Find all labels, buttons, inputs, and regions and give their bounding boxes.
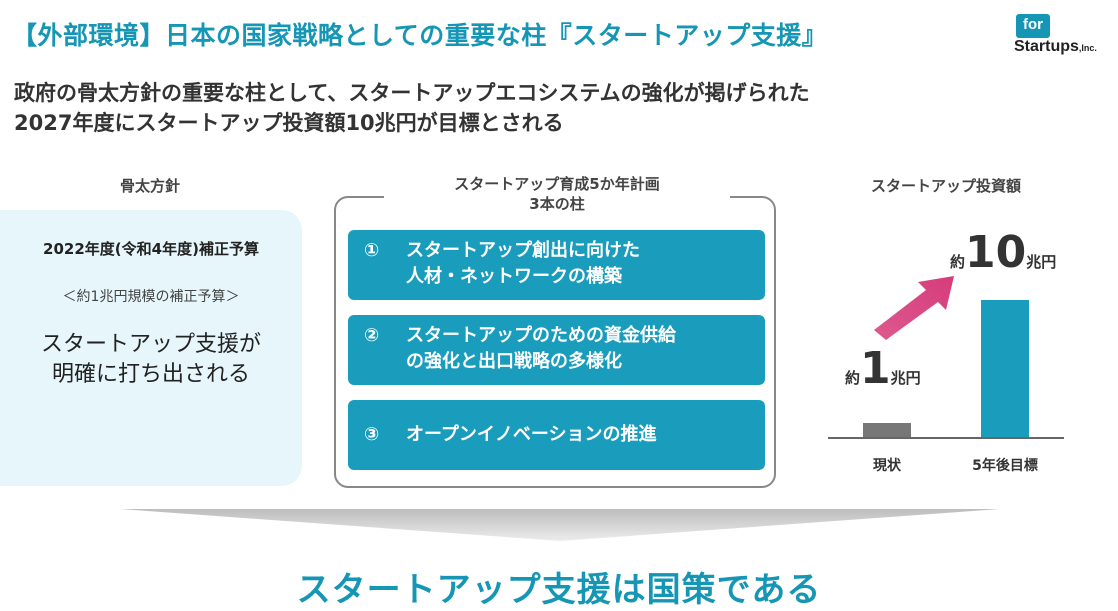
pillar-2-line-1: スタートアップのための資金供給 <box>406 325 676 346</box>
budget-scale: ＜約1兆円規模の補正予算＞ <box>62 289 240 305</box>
pillar-2-number: ② <box>364 325 380 346</box>
value-target-unit: 兆円 <box>1026 253 1057 271</box>
pillar-2-line-2: の強化と出口戦略の多様化 <box>406 351 622 372</box>
logo-box: for <box>1016 14 1050 38</box>
funnel-polygon <box>120 509 1000 541</box>
page-title: 【外部環境】日本の国家戦略としての重要な柱『スタートアップ支援』 <box>12 21 828 50</box>
left-main-line-1: スタートアップ支援が <box>40 332 261 357</box>
value-label-target: 約10兆円 <box>950 227 1056 278</box>
pillar-1-line-2: 人材・ネットワークの構築 <box>406 266 622 287</box>
logo-name-text: Startups <box>1014 38 1079 55</box>
growth-arrow-icon <box>874 276 954 340</box>
center-heading: スタートアップ育成5か年計画 3本の柱 <box>384 174 730 214</box>
pillar-3: ③ オープンイノベーションの推進 <box>348 400 765 470</box>
value-current-number: 1 <box>860 343 891 394</box>
logo-name: Startups,Inc. <box>1014 38 1097 56</box>
conclusion-text: スタートアップ支援は国策である <box>296 570 822 610</box>
company-logo: for Startups,Inc. <box>1014 14 1114 66</box>
pillar-3-line-1: オープンイノベーションの推進 <box>406 424 657 445</box>
value-label-current: 約1兆円 <box>845 343 921 394</box>
value-current-prefix: 約 <box>845 369 861 387</box>
funnel-shape <box>120 509 1000 541</box>
bar-current <box>863 423 911 437</box>
value-current-unit: 兆円 <box>890 369 921 387</box>
left-heading: 骨太方針 <box>119 177 180 195</box>
pillar-3-number: ③ <box>364 424 380 445</box>
growth-arrow-shape <box>874 276 954 340</box>
pillar-1-line-1: スタートアップ創出に向けた <box>406 240 640 261</box>
logo-suffix: ,Inc. <box>1078 43 1097 53</box>
pillar-2: ② スタートアップのための資金供給 の強化と出口戦略の多様化 <box>348 315 765 385</box>
subtitle-line-1: 政府の骨太方針の重要な柱として、スタートアップエコシステムの強化が掲げられた <box>14 81 810 105</box>
pillar-1-number: ① <box>364 240 380 261</box>
subtitle-line-2: 2027年度にスタートアップ投資額10兆円が目標とされる <box>14 111 564 135</box>
pillar-1: ① スタートアップ創出に向けた 人材・ネットワークの構築 <box>348 230 765 300</box>
value-target-number: 10 <box>965 227 1027 278</box>
bar-target <box>981 300 1029 437</box>
left-main-text: スタートアップ支援が 明確に打ち出される <box>0 330 302 390</box>
chart-baseline <box>828 437 1064 439</box>
budget-year: 2022年度(令和4年度)補正予算 <box>43 240 259 258</box>
subtitle: 政府の骨太方針の重要な柱として、スタートアップエコシステムの強化が掲げられた 2… <box>14 78 810 138</box>
value-target-prefix: 約 <box>950 253 966 271</box>
center-heading-bg <box>384 174 730 218</box>
category-label-current: 現状 <box>873 458 901 474</box>
left-panel: 2022年度(令和4年度)補正予算 ＜約1兆円規模の補正予算＞ スタートアップ支… <box>0 210 302 486</box>
category-label-target: 5年後目標 <box>972 458 1038 474</box>
center-heading-line-1: スタートアップ育成5か年計画 <box>454 175 660 193</box>
left-main-line-2: 明確に打ち出される <box>51 362 250 387</box>
chart-title: スタートアップ投資額 <box>870 177 1021 195</box>
center-heading-line-2: 3本の柱 <box>529 195 585 213</box>
